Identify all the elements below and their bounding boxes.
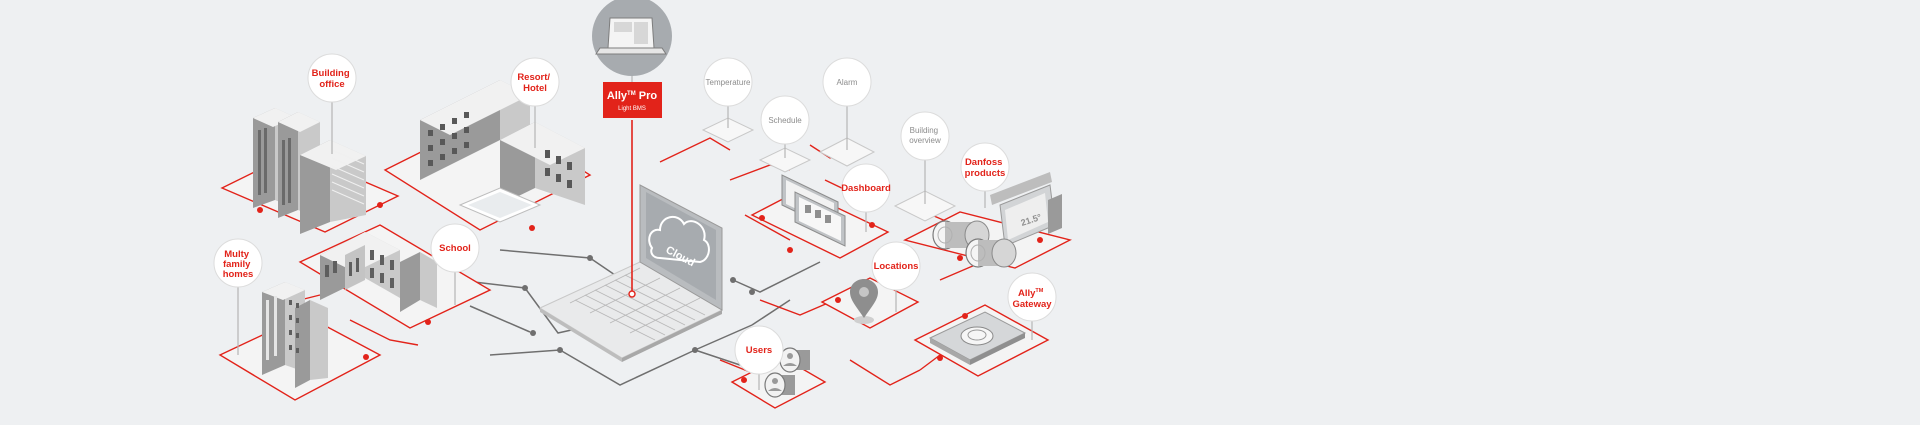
location-pin-icon [850,279,878,324]
network-node [557,347,563,353]
network-node [587,255,593,261]
ally-pro-title: AllyTM Pro [607,90,658,102]
temperature-bubble[interactable] [703,57,753,107]
radiator-valve [965,238,1017,268]
cloud-icon [648,215,710,264]
school-label: School [439,243,471,254]
multy-family-homes-label: Multy family homes [223,249,254,280]
building-overview-bubble[interactable] [900,111,950,161]
building-office-bubble[interactable] [307,53,357,103]
cloud-laptop-group: Cloud [538,120,724,362]
network-node [749,289,755,295]
schedule-bubble[interactable] [760,95,810,145]
ally-pro-subtitle: Light BMS [618,106,646,112]
dashboard-bubble[interactable] [841,163,891,213]
ally-gateway-group: AllyTM Gateway [913,272,1057,377]
network-node [730,277,736,283]
multy-family-homes-bubble[interactable] [213,238,263,288]
multy-family-homes-group: Multy family homes [213,238,382,401]
dashboard-group: Dashboard [750,163,891,259]
school-bubble[interactable] [430,223,480,273]
school-group: School [298,223,492,329]
ally-pro-box[interactable] [603,82,662,118]
network-node [530,330,536,336]
building-office-group: Building office [220,53,400,234]
alarm-group: Alarm [818,57,876,167]
locations-bubble[interactable] [871,241,921,291]
locations-label: Locations [874,261,919,272]
alarm-label: Alarm [837,78,858,87]
building-overview-group: Building overview [893,111,957,222]
users-group: Users [730,325,827,409]
users-label: Users [746,345,772,356]
ally-gateway-bubble[interactable] [1007,272,1057,322]
resort-hotel-bubble[interactable] [510,57,560,107]
ally-pro-group: AllyTM Pro Light BMS [592,0,672,118]
grey-network [439,249,821,386]
resort-hotel-label: Resort/ Hotel [517,72,552,94]
user-avatar-icon [764,372,795,398]
temperature-label: Temperature [706,78,751,87]
danfoss-products-group: 21.5° Danfoss products [903,142,1072,269]
danfoss-products-bubble[interactable] [960,142,1010,192]
dashboard-label: Dashboard [841,183,891,194]
alarm-bubble[interactable] [822,57,872,107]
schedule-group: Schedule [758,95,812,173]
user-avatar-icon [779,347,810,373]
building-overview-label: Building overview [909,126,941,145]
temperature-group: Temperature [701,57,755,143]
network-node [692,347,698,353]
danfoss-products-label: Danfoss products [965,157,1006,179]
users-bubble[interactable] [734,325,784,375]
network-node [522,285,528,291]
building-office-label: Building office [312,68,353,90]
ally-gateway-label: AllyTM Gateway [1012,284,1052,310]
resort-hotel-group: Resort/ Hotel [383,57,592,231]
schedule-label: Schedule [768,116,802,125]
locations-group: Locations [820,241,921,329]
